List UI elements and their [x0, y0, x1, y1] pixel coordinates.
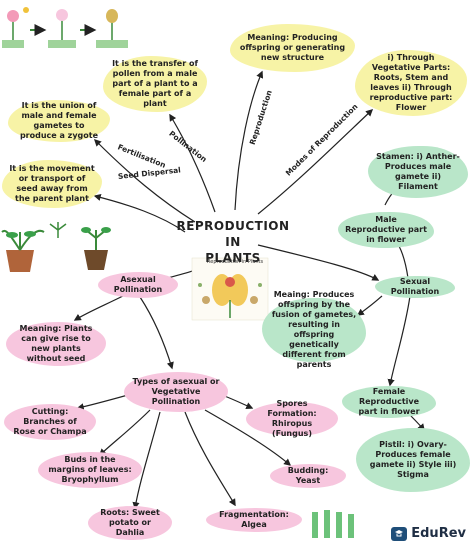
pot-1 — [6, 250, 34, 272]
stage-bee — [23, 7, 29, 13]
edge-sexual-female — [387, 295, 411, 387]
edge-types-roots — [132, 411, 161, 510]
flower-centre — [225, 277, 235, 287]
edge-asexual-meaning — [73, 294, 126, 321]
algae-strand-1 — [312, 512, 318, 538]
node-modes-of-reproduction: i) Through Vegetative Parts: Roots, Stem… — [355, 50, 467, 116]
edge-pollination — [169, 113, 216, 213]
main-title: REPRODUCTION IN PLANTS — [172, 218, 294, 267]
stage-flower-1 — [7, 10, 19, 22]
leaf-2 — [24, 231, 36, 237]
edurev-logo-icon — [391, 526, 408, 541]
node-fertilisation-definition: It is the union of male and female gamet… — [8, 100, 110, 142]
algae-strand-3 — [336, 512, 342, 538]
seed-2 — [250, 296, 258, 304]
edge-to-sexual — [257, 244, 380, 281]
node-pistil: Pistil: i) Ovary- Produces female gamete… — [356, 428, 470, 492]
leaf-1 — [6, 232, 18, 238]
edge-seed-dispersal — [93, 193, 186, 233]
edge-sexual-meaning — [356, 295, 383, 316]
node-spores-formation: Spores Formation: Rhiropus (Fungus) — [246, 399, 338, 438]
main-title-line2: PLANTS — [205, 251, 261, 266]
algae-strand-2 — [324, 510, 330, 538]
edge-fertilisation — [93, 138, 196, 223]
edurev-logo-text: EduRev — [411, 526, 466, 541]
pot-2 — [84, 250, 108, 270]
seed-4 — [258, 283, 262, 287]
stage-flower-2 — [56, 9, 68, 21]
node-meaning-reproduction: Meaning: Producing offspring or generati… — [230, 24, 355, 72]
node-female-reproductive-part: Female Reproductive part in flower — [342, 386, 436, 418]
edurev-logo: EduRev — [391, 526, 466, 541]
leaf-4 — [101, 227, 111, 233]
flower-stages-illustration — [2, 7, 128, 48]
node-meaning-sexual: Meaing: Produces offspring by the fusion… — [262, 290, 366, 369]
node-asexual-pollination: Asexual Pollination — [98, 272, 178, 298]
stage-pad-3 — [96, 40, 128, 48]
node-types-asexual: Types of asexual or Vegetative Pollinati… — [124, 372, 228, 412]
algae-strand-4 — [348, 514, 354, 538]
edge-types-buds — [98, 409, 151, 457]
edge-types-spores — [221, 394, 254, 410]
edge-types-fragmentation — [184, 411, 236, 507]
plant-2 — [85, 229, 107, 250]
edge-asexual-types — [139, 296, 174, 370]
node-male-reproductive-part: Male Reproductive part in flower — [338, 212, 434, 248]
node-meaning-asexual: Meaning: Plants can give rise to new pla… — [6, 322, 106, 366]
node-sexual-pollination: Sexual Pollination — [375, 276, 455, 298]
flower-parts-caption: Reproduction in Plants — [207, 259, 264, 265]
leaf-3 — [81, 227, 91, 233]
node-cutting: Cutting: Branches of Rose or Champa — [4, 404, 96, 440]
flower-parts-illustration — [191, 257, 269, 321]
edge-types-budding — [204, 409, 292, 466]
main-title-line1: REPRODUCTION IN — [176, 219, 290, 250]
node-stamen: Stamen: i) Anther- Produces male gamete … — [368, 146, 468, 198]
node-pollination-definition: It is the transfer of pollen from a male… — [103, 56, 207, 112]
stage-pad-2 — [48, 40, 76, 48]
edge-reproduction — [234, 70, 264, 211]
node-seed-dispersal-definition: It is the movement or transport of seed … — [2, 160, 102, 208]
seed-3 — [198, 283, 202, 287]
node-fragmentation: Fragmentation: Algea — [206, 508, 302, 532]
algae-illustration — [312, 510, 354, 538]
plant-pots-illustration — [1, 222, 111, 272]
node-roots: Roots: Sweet potato or Dahlia — [88, 506, 172, 540]
stage-pad-1 — [2, 40, 24, 48]
edge-modes — [257, 109, 374, 215]
stage-fruit — [106, 9, 118, 23]
node-budding: Budding: Yeast — [270, 464, 346, 488]
plant-3 — [49, 222, 67, 238]
seed-1 — [202, 296, 210, 304]
node-buds-in-margins: Buds in the margins of leaves: Bryophyll… — [38, 452, 142, 488]
